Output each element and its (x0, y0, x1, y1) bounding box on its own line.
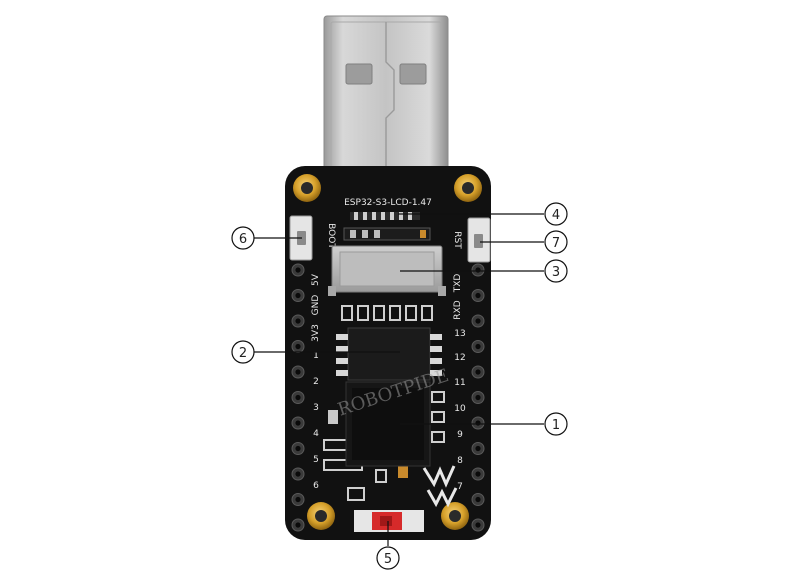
header-pin-hole (295, 369, 301, 375)
pin-label-11: 11 (454, 378, 465, 388)
callout-2: 2 (231, 340, 255, 364)
callout-number: 3 (552, 265, 560, 280)
header-pin-hole (295, 496, 301, 503)
right-header (471, 263, 485, 532)
right-header-labels: TXD RXD 13 12 11 10 9 8 7 (453, 274, 466, 492)
header-pin-hole (475, 292, 481, 299)
header-pin-hole (475, 420, 481, 426)
pin-label-5v: 5V (311, 273, 321, 286)
pin-label-9: 9 (457, 430, 463, 440)
callout-leaders (254, 213, 544, 546)
callout-1: 1 (544, 412, 568, 436)
pin-label-12: 12 (454, 353, 465, 363)
header-pin-hole (295, 420, 301, 426)
callout-number: 1 (552, 418, 560, 433)
header-pin-hole (295, 471, 301, 477)
rst-label: RST (452, 231, 462, 249)
header-pin-hole (475, 394, 481, 401)
board-model-label: ESP32-S3-LCD-1.47 (344, 198, 432, 208)
rst-button[interactable] (467, 217, 491, 263)
header-pin-hole (475, 343, 481, 350)
logo-icon (422, 465, 458, 508)
header-pin-hole (475, 318, 481, 324)
pin-label-3: 3 (313, 403, 319, 413)
callout-number: 5 (384, 552, 392, 567)
pin-label-txd: TXD (453, 274, 463, 294)
sd-card-slot (328, 245, 446, 296)
callout-number: 7 (552, 236, 560, 251)
header-pin-hole (295, 522, 301, 528)
pin-label-4: 4 (313, 429, 319, 439)
left-header (291, 263, 305, 532)
callout-5: 5 (376, 546, 400, 570)
pin-label-5: 5 (313, 455, 319, 465)
pin-label-6: 6 (313, 481, 319, 491)
pin-label-2: 2 (313, 377, 319, 387)
header-pin-hole (295, 445, 301, 452)
callout-7: 7 (544, 230, 568, 254)
pin-label-8: 8 (457, 456, 463, 466)
header-pin-hole (475, 471, 481, 477)
pin-label-7: 7 (457, 482, 463, 492)
header-pin-hole (475, 445, 481, 452)
header-pin-hole (475, 522, 481, 528)
header-pin-hole (295, 318, 301, 324)
usb-connector (323, 15, 449, 192)
esp32-module (345, 381, 431, 467)
pin-label-rxd: RXD (453, 300, 463, 319)
pin-label-13: 13 (454, 329, 465, 339)
callout-number: 6 (239, 232, 247, 247)
header-pin-hole (295, 292, 301, 299)
callout-3: 3 (544, 259, 568, 283)
pin-label-1: 1 (313, 351, 319, 361)
header-pin-hole (475, 267, 481, 273)
boot-label: BOOT (326, 223, 336, 249)
rgb-led (354, 510, 424, 532)
header-pin-hole (475, 369, 481, 375)
lcd-connector (343, 212, 431, 241)
pin-label-3v3: 3V3 (311, 324, 321, 342)
mounting-holes (293, 174, 482, 530)
flash-chip (336, 327, 442, 381)
pin-label-10: 10 (454, 404, 466, 414)
callout-4: 4 (544, 202, 568, 226)
callout-6: 6 (231, 226, 255, 250)
pin-label-gnd: GND (311, 295, 321, 316)
callout-number: 4 (552, 208, 560, 223)
callout-number: 2 (239, 346, 247, 361)
left-header-labels: 5V GND 3V3 1 2 3 4 5 6 (311, 273, 321, 491)
header-pin-hole (295, 267, 301, 273)
header-pin-hole (475, 496, 481, 503)
header-pin-hole (295, 394, 301, 401)
header-pin-hole (295, 343, 301, 350)
